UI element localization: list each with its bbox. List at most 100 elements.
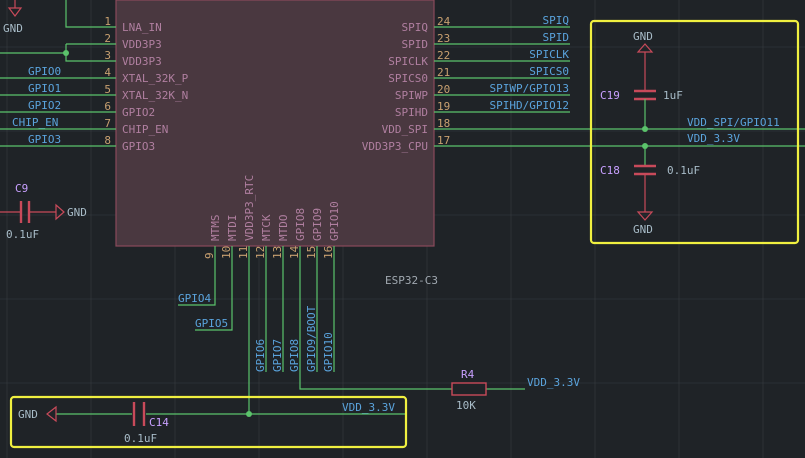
pin-num-9: 9	[203, 252, 216, 259]
c14-value: 0.1uF	[124, 432, 157, 445]
junction-c19	[642, 126, 648, 132]
gnd-label-c18: GND	[633, 223, 653, 236]
highlight-box-right	[589, 19, 800, 245]
gnd-label-top-left: GND	[3, 22, 23, 35]
right-wires	[434, 26, 805, 147]
pin-num-18: 18	[437, 117, 450, 130]
pin-name-xtal-32k-n: XTAL_32K_N	[122, 89, 188, 102]
net-label-gpio0: GPIO0	[28, 65, 61, 78]
pin-name-mtck: MTCK	[260, 214, 273, 241]
net-label-gpio9-boot: GPIO9/BOOT	[305, 305, 318, 372]
net-label-vdd-spi-gpio11: VDD_SPI/GPIO11	[687, 116, 780, 129]
pin-num-8: 8	[104, 134, 111, 147]
pin-name-vdd3p3-b: VDD3P3	[122, 55, 162, 68]
pin-num-5: 5	[104, 83, 111, 96]
pin-num-24: 24	[437, 15, 451, 28]
net-label-spihd-gpio12: SPIHD/GPIO12	[490, 99, 569, 112]
net-label-gpio3: GPIO3	[28, 133, 61, 146]
pin-name-gpio9: GPIO9	[311, 208, 324, 241]
pin-num-19: 19	[437, 100, 450, 113]
gnd-label-c9: GND	[67, 206, 87, 219]
net-label-vdd-3v3-c14: VDD_3.3V	[342, 401, 395, 414]
pin-name-gpio2: GPIO2	[122, 106, 155, 119]
net-label-gpio1: GPIO1	[28, 82, 61, 95]
pin-name-mtdi: MTDI	[226, 215, 239, 242]
gnd-label-c19: GND	[633, 30, 653, 43]
pin-num-13: 13	[271, 246, 284, 259]
net-label-gpio2: GPIO2	[28, 99, 61, 112]
pin-num-22: 22	[437, 49, 450, 62]
pin-num-3: 3	[104, 49, 111, 62]
r4-resistor[interactable]: R4 10K	[451, 368, 487, 412]
pin-num-10: 10	[220, 246, 233, 259]
net-label-spiwp-gpio13: SPIWP/GPIO13	[490, 82, 569, 95]
c9-value: 0.1uF	[6, 228, 39, 241]
c19-ref: C19	[600, 89, 620, 102]
net-label-chip-en: CHIP_EN	[12, 116, 58, 129]
c14-capacitor[interactable]: GND C14 0.1uF	[18, 402, 169, 445]
pin-name-vdd-spi: VDD_SPI	[382, 123, 428, 136]
pin-name-vdd3p3-cpu: VDD3P3_CPU	[362, 140, 428, 153]
net-label-spics0: SPICS0	[529, 65, 569, 78]
pin-name-spid: SPID	[402, 38, 429, 51]
pin-num-14: 14	[288, 245, 301, 259]
pin-num-11: 11	[237, 246, 250, 259]
pin-name-spihd: SPIHD	[395, 106, 428, 119]
net-label-gpio6: GPIO6	[254, 339, 267, 372]
gnd-symbol-c19	[636, 43, 654, 53]
pin-name-mtdo: MTDO	[277, 215, 290, 242]
pin-num-12: 12	[254, 246, 267, 259]
pin-name-vdd3p3-a: VDD3P3	[122, 38, 162, 51]
c14-ref: C14	[149, 416, 169, 429]
net-label-gpio10: GPIO10	[322, 332, 335, 372]
junction-c18	[642, 143, 648, 149]
net-label-gpio7: GPIO7	[271, 339, 284, 372]
pin-name-vdd3p3-rtc: VDD3P3_RTC	[243, 175, 256, 241]
pin-num-4: 4	[104, 66, 111, 79]
pin-num-17: 17	[437, 134, 450, 147]
net-label-gpio8: GPIO8	[288, 339, 301, 372]
c18-ref: C18	[600, 164, 620, 177]
pin-name-spiq: SPIQ	[402, 21, 429, 34]
pin-num-15: 15	[305, 246, 318, 259]
decoupling-group-right: GND C19 1uF C18 0.1uF GND	[600, 30, 700, 236]
net-label-spid: SPID	[543, 31, 570, 44]
net-label-gpio5: GPIO5	[195, 317, 228, 330]
net-label-spiq: SPIQ	[543, 14, 570, 27]
pin-name-mtms: MTMS	[209, 215, 222, 242]
left-wires	[0, 0, 116, 147]
pin-name-chip-en: CHIP_EN	[122, 123, 168, 136]
highlight-box-bottom	[9, 395, 408, 449]
pin-num-23: 23	[437, 32, 450, 45]
esp32-chip-body[interactable]	[115, 0, 435, 247]
pin-name-xtal-32k-p: XTAL_32K_P	[122, 72, 189, 85]
gnd-symbol-c9	[55, 203, 65, 221]
pin-name-spiclk: SPICLK	[388, 55, 428, 68]
pin-num-21: 21	[437, 66, 450, 79]
c9-ref: C9	[15, 182, 28, 195]
pin-name-gpio10: GPIO10	[328, 201, 341, 241]
pin-name-lna-in: LNA_IN	[122, 21, 162, 34]
r4-value: 10K	[456, 399, 476, 412]
bottom-wires	[56, 246, 525, 415]
pin-name-spics0: SPICS0	[388, 72, 428, 85]
gnd-symbol-c14	[46, 405, 57, 423]
net-label-vdd-3v3-right: VDD_3.3V	[687, 132, 740, 145]
pin-name-spiwp: SPIWP	[395, 89, 428, 102]
pin-num-7: 7	[104, 117, 111, 130]
r4-ref: R4	[461, 368, 475, 381]
net-label-gpio4: GPIO4	[178, 292, 211, 305]
net-label-vdd-3v3-r4: VDD_3.3V	[527, 376, 580, 389]
pin-num-1: 1	[104, 15, 111, 28]
c18-value: 0.1uF	[667, 164, 700, 177]
pin-num-6: 6	[104, 100, 111, 113]
gnd-label-c14: GND	[18, 408, 38, 421]
c9-capacitor[interactable]: GND C9 0.1uF	[0, 182, 87, 241]
gnd-symbol-top-left: GND	[3, 0, 23, 35]
c19-value: 1uF	[663, 89, 683, 102]
junction-c14	[246, 411, 252, 417]
pin-num-2: 2	[104, 32, 111, 45]
chip-name-label: ESP32-C3	[385, 274, 438, 287]
junction-vdd3p3	[63, 50, 69, 56]
pin-name-gpio3: GPIO3	[122, 140, 155, 153]
